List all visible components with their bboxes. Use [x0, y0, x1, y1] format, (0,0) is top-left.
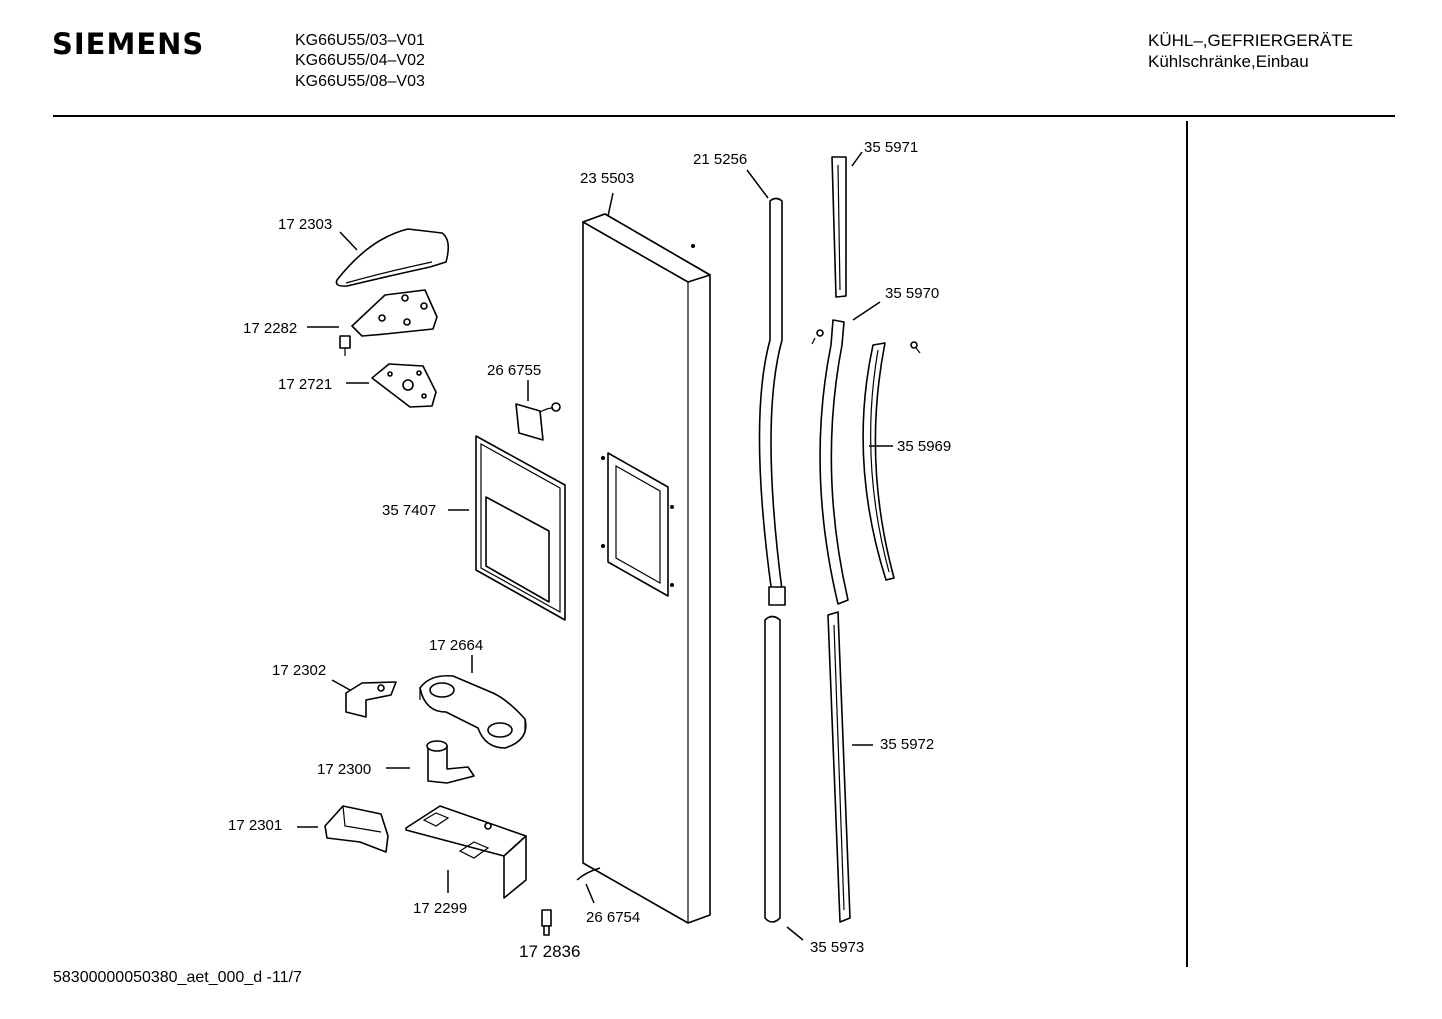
part-label-172836: 17 2836: [519, 942, 580, 961]
hinge-pin-part: [426, 740, 475, 784]
part-label-266755: 26 6755: [487, 362, 541, 379]
handle-tube-lower-part: [764, 615, 781, 923]
upper-hinge-plate-part: [339, 289, 438, 356]
bottom-hinge-bearing-part: [419, 674, 527, 749]
model-number-3: KG66U55/08–V03: [295, 73, 425, 90]
column-divider: [1186, 121, 1188, 967]
part-label-172721: 17 2721: [278, 376, 332, 393]
handle-tube-upper-part: [758, 197, 786, 606]
shim-plate-part: [371, 363, 437, 408]
part-label-355970: 35 5970: [885, 285, 939, 302]
handle-end-cap-upper-part: [831, 156, 847, 298]
part-label-172299: 17 2299: [413, 900, 467, 917]
handle-bracket-part: [811, 319, 849, 605]
part-label-266754: 26 6754: [586, 909, 640, 926]
part-label-172301: 17 2301: [228, 817, 282, 834]
hinge-cover-part: [335, 228, 450, 287]
part-label-235503: 23 5503: [580, 170, 634, 187]
lower-hinge-bracket-part: [405, 805, 527, 899]
part-label-215256: 21 5256: [693, 151, 747, 168]
part-label-355973: 35 5973: [810, 939, 864, 956]
model-number-2: KG66U55/04–V02: [295, 52, 425, 69]
part-label-355972: 35 5972: [880, 736, 934, 753]
connector-part: [515, 402, 561, 441]
part-label-355971: 35 5971: [864, 139, 918, 156]
header-divider: [53, 115, 1395, 117]
part-labels: 17 2303 17 2282 17 2721 26 6755 35 7407 …: [228, 139, 951, 961]
part-label-172300: 17 2300: [317, 761, 371, 778]
handle-end-profile-lower-part: [827, 611, 851, 923]
dispenser-frame-part: [475, 435, 566, 621]
part-label-172303: 17 2303: [278, 216, 332, 233]
part-label-357407: 35 7407: [382, 502, 436, 519]
brand-logo: SIEMENS: [52, 27, 205, 61]
part-label-172664: 17 2664: [429, 637, 483, 654]
part-label-172302: 17 2302: [272, 662, 326, 679]
leader-lines: [297, 151, 893, 941]
model-number-1: KG66U55/03–V01: [295, 32, 425, 49]
bracket-cover-part: [324, 805, 389, 853]
bottom-bracket-part: [345, 681, 397, 718]
part-label-172282: 17 2282: [243, 320, 297, 337]
door-panel-part: [582, 213, 711, 924]
handle-grip-part: [862, 341, 921, 581]
screw-part: [541, 909, 552, 936]
document-code: 58300000050380_aet_000_d -11/7: [53, 969, 302, 986]
part-label-355969: 35 5969: [897, 438, 951, 455]
cable-part: [576, 867, 601, 881]
category-subtitle: Kühlschränke,Einbau: [1148, 52, 1309, 71]
category-title: KÜHL–,GEFRIERGERÄTE: [1148, 31, 1353, 50]
